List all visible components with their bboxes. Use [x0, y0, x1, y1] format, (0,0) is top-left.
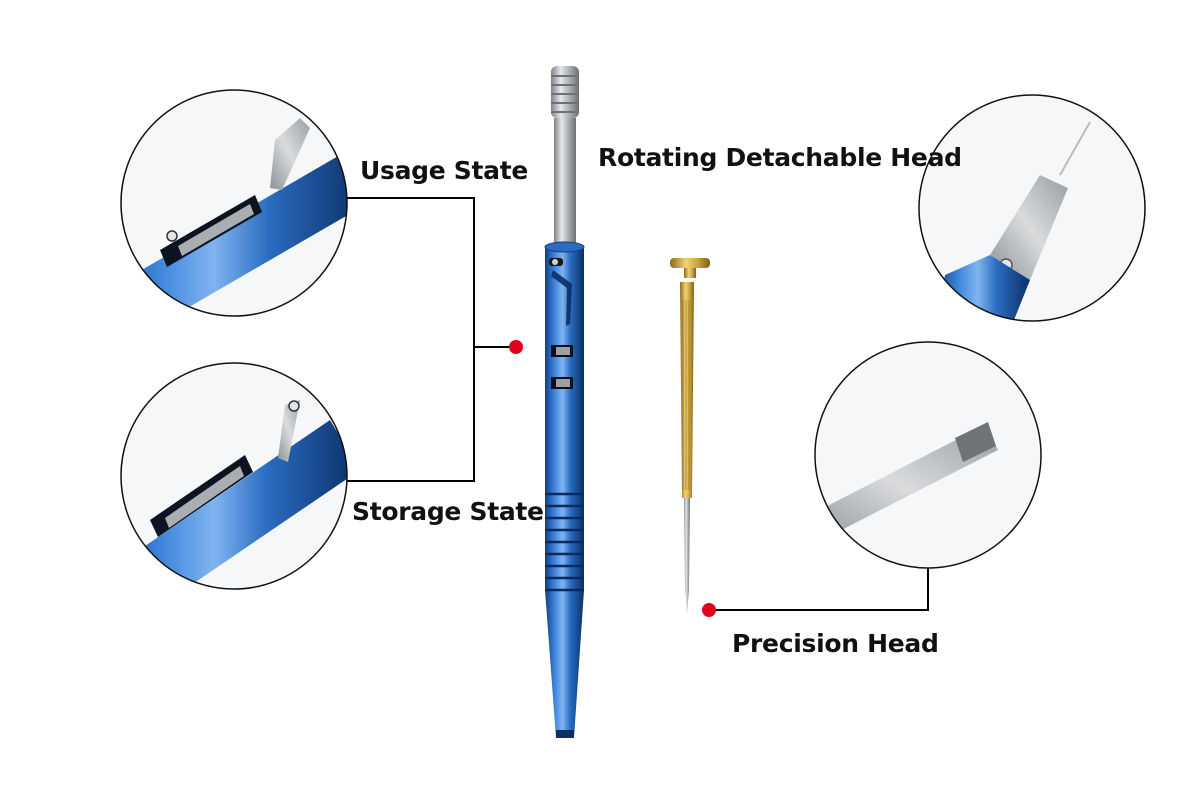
usage-state-label: Usage State	[360, 156, 529, 185]
usage-state-detail-circle	[120, 89, 348, 317]
usage-callout-line	[346, 197, 516, 348]
storage-state-detail-circle	[120, 362, 348, 590]
precision-marker-dot	[702, 603, 716, 617]
precision-head-label: Precision Head	[732, 629, 939, 658]
storage-callout-line	[346, 347, 475, 482]
storage-state-label: Storage State	[352, 497, 544, 526]
precision-head-detail-circle	[814, 341, 1042, 569]
blue-screwdriver	[544, 66, 585, 738]
brass-precision-screwdriver	[670, 258, 710, 615]
usage-marker-dot	[509, 340, 523, 354]
rotating-head-detail-circle	[918, 94, 1146, 322]
rotating-detachable-head-label: Rotating Detachable Head	[598, 143, 962, 172]
precision-callout-line	[709, 567, 929, 611]
